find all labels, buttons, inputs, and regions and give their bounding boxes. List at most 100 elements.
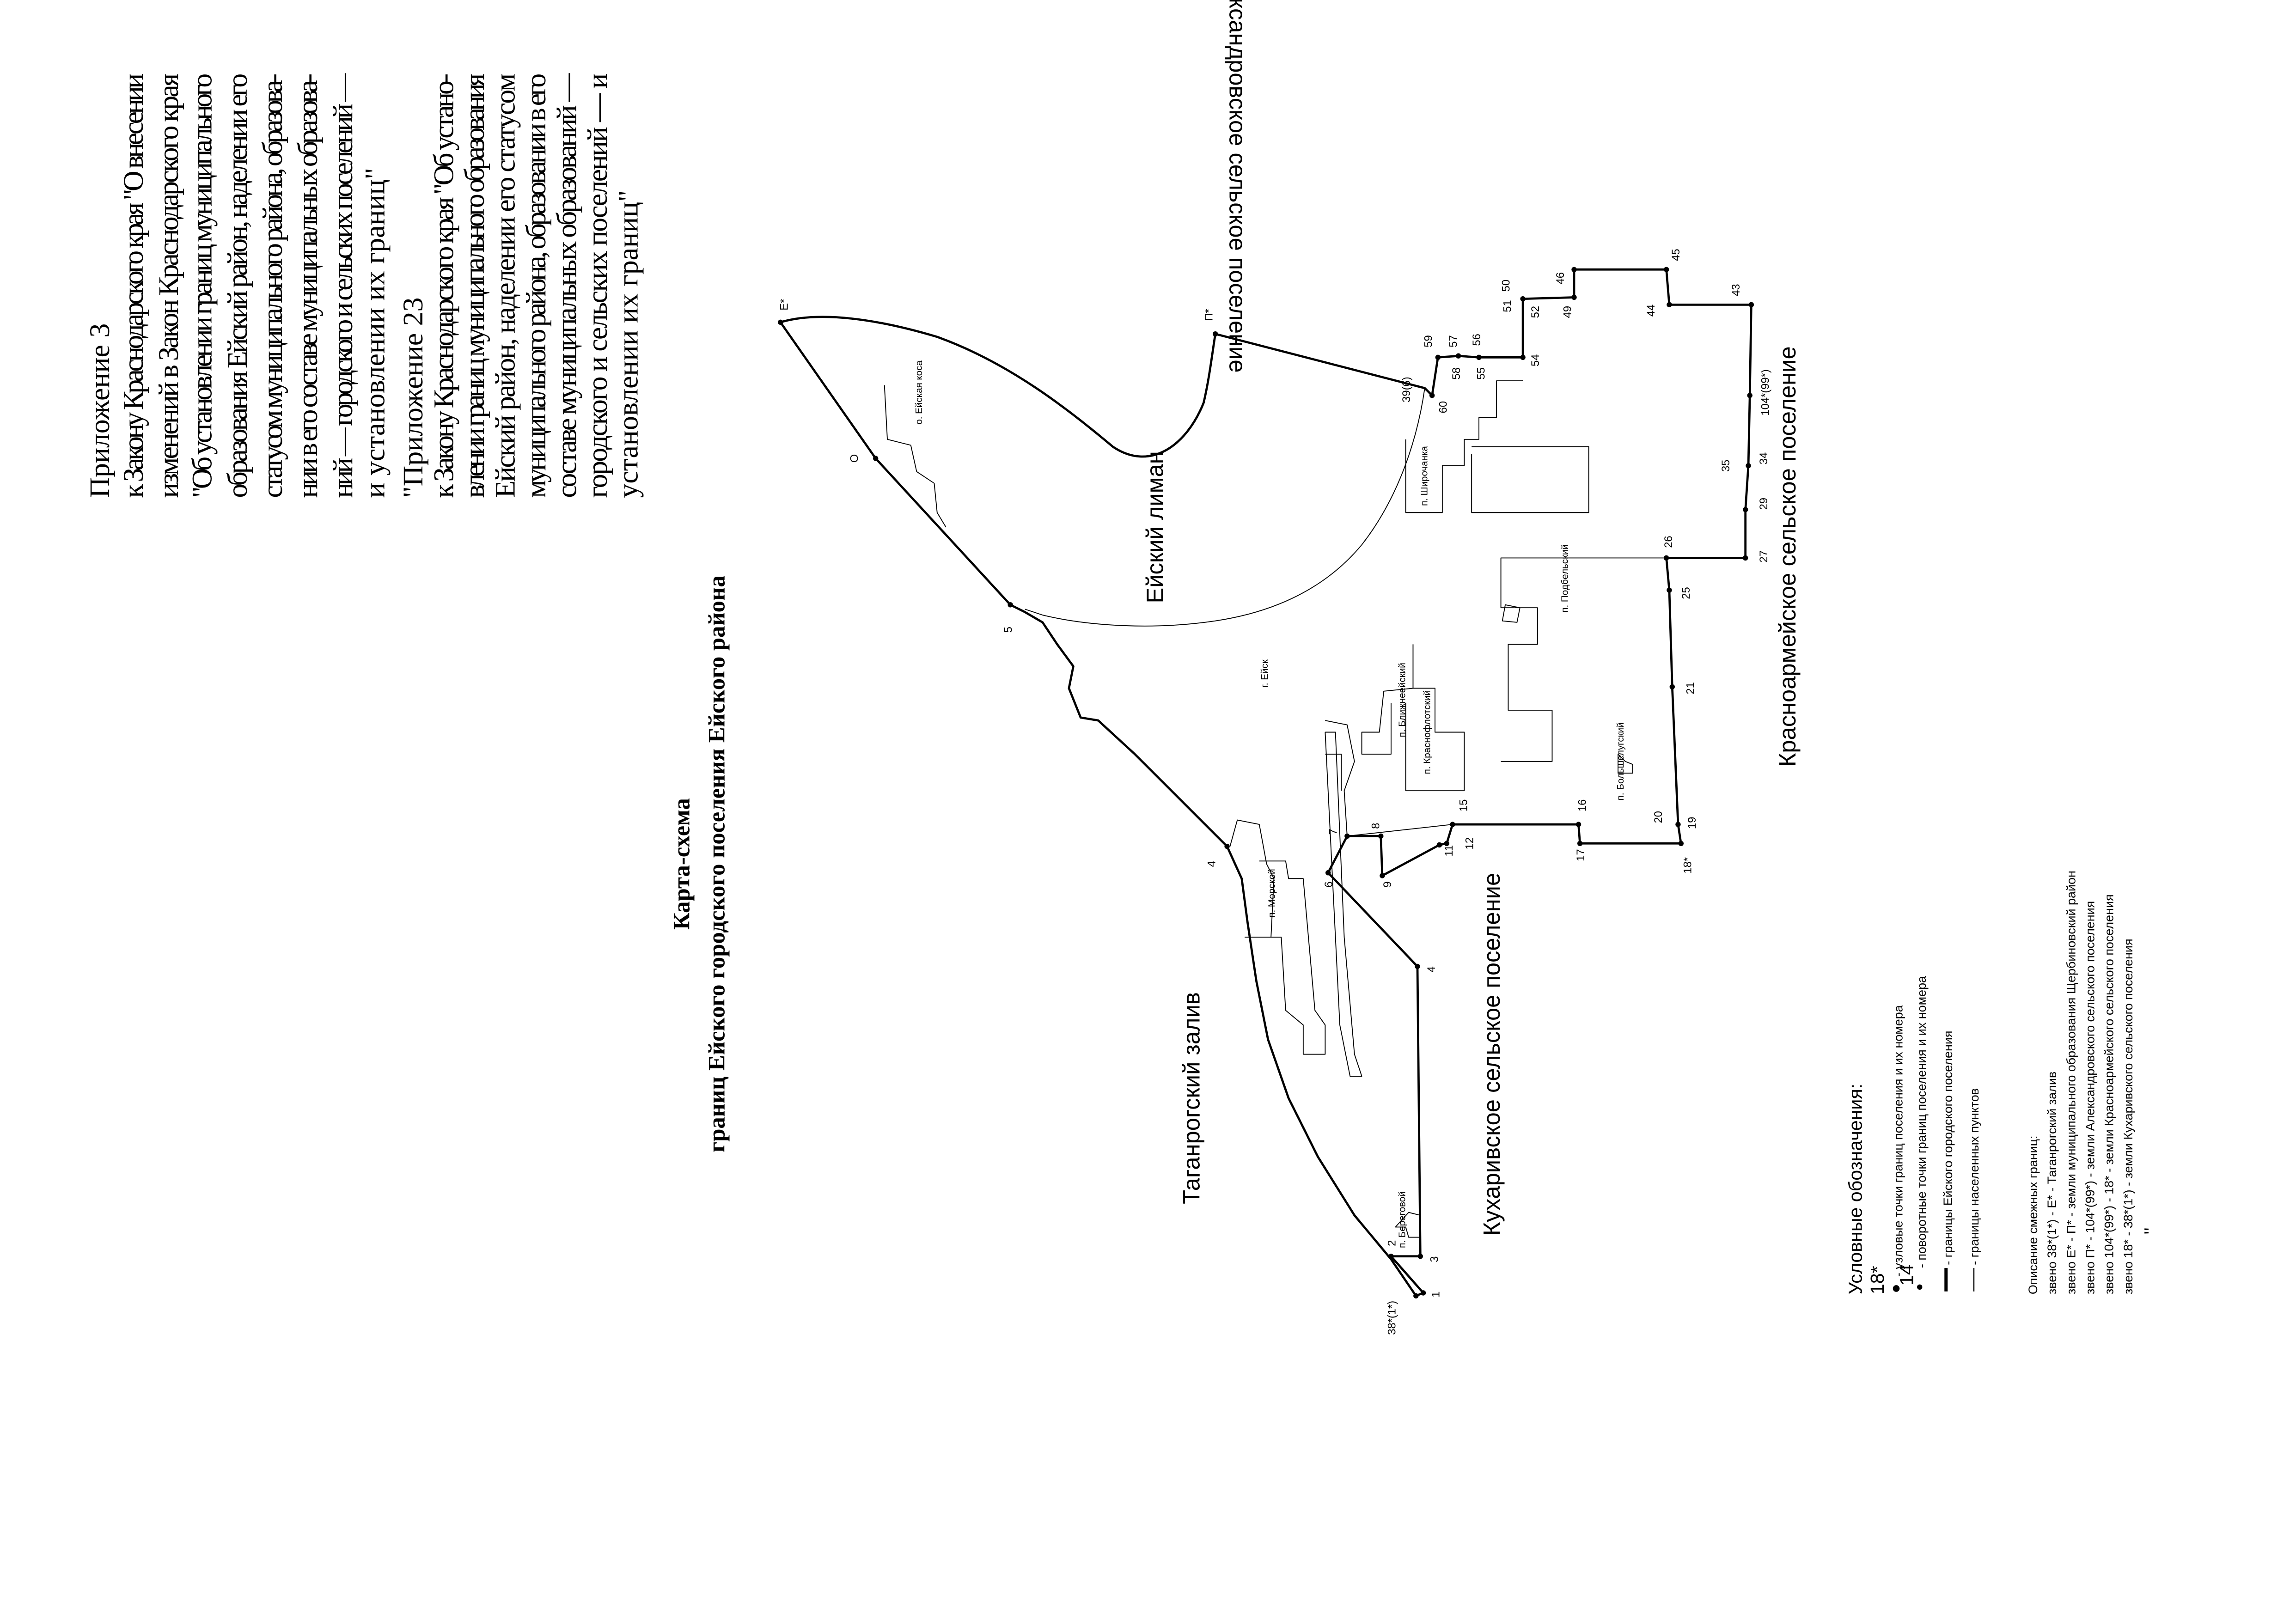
point-label: 18* [1681, 857, 1694, 874]
appendix-23-heading: "Приложение 23 [397, 298, 429, 498]
point-marker [1575, 822, 1582, 827]
point-marker [1413, 1293, 1419, 1299]
point-label: 5 [1002, 627, 1014, 633]
kosa-outline [884, 385, 946, 528]
point-label: О [849, 454, 861, 463]
point-label: 52 [1529, 306, 1542, 318]
legend-description-line: звено Е* - П* - земли муниципального обр… [2064, 871, 2078, 1294]
point-label: 17 [1575, 849, 1587, 861]
point-marker [1224, 843, 1230, 849]
point-marker [1476, 354, 1482, 360]
map-title-line-1: Карта-схема [668, 798, 694, 930]
point-label: 34 [1758, 452, 1770, 464]
settlement-label-krasnoflotsky: п. Краснофлотский [1422, 690, 1433, 774]
area-labels: Ейский лиман Таганрогский залив Кухаривс… [1142, 0, 1801, 1236]
point-label: 7 [1327, 829, 1340, 835]
point-label: 9 [1381, 881, 1394, 887]
legend-settlement-border-text: - границы населенных пунктов [1967, 1088, 1981, 1265]
settlement-label-morskoy: п. Морской [1267, 869, 1277, 917]
legend-description-line: звено П* - 104*(99*) - земли Александров… [2083, 901, 2097, 1294]
point-marker [778, 319, 783, 325]
point-marker [1667, 302, 1672, 308]
point-marker [1436, 842, 1442, 848]
point-label: 2 [1386, 1240, 1398, 1246]
legend-turn-number: 14 [1896, 1264, 1917, 1286]
closing-quote: " [2140, 1228, 2162, 1235]
area-label-taganrog: Таганрогский залив [1179, 992, 1205, 1204]
point-label: 25 [1680, 587, 1692, 599]
point-marker [1571, 267, 1577, 272]
point-marker [873, 456, 879, 461]
point-marker [1213, 331, 1218, 337]
point-marker [1669, 684, 1675, 689]
liman-outer-boundary [780, 316, 1217, 458]
point-marker [1678, 841, 1684, 846]
point-label: 57 [1447, 335, 1459, 347]
point-label: 27 [1758, 550, 1770, 562]
settlement-label-blizhneyeysky: п. Ближнеейский [1397, 663, 1408, 737]
settlement-border-shirochanka [1405, 380, 1589, 513]
point-label: 49 [1562, 306, 1574, 318]
appendix-3-text: Приложение 3 к Закону Краснодарского кра… [84, 73, 391, 498]
appendix-23-line: к Закону Краснодарского края "Об устано- [428, 73, 460, 498]
point-label: 6 [1323, 881, 1335, 887]
appendix-23-line: установлении их границ" [613, 190, 644, 498]
point-marker [1747, 393, 1753, 398]
point-label: 43 [1730, 284, 1742, 296]
appendix-23-line: городского и сельских поселений — и [582, 73, 613, 498]
point-label: 55 [1475, 367, 1488, 379]
turn-point-icon [1917, 1284, 1923, 1290]
map-title: Карта-схема границ Ейского городского по… [668, 575, 729, 1152]
point-marker [1435, 354, 1441, 360]
settlement-border-yeysk [1325, 720, 1453, 837]
point-label: 21 [1685, 682, 1697, 694]
point-marker [1325, 870, 1331, 876]
point-marker [1520, 354, 1526, 360]
appendix-23-line: влении границ муниципального образования [459, 73, 490, 498]
point-label: 16 [1576, 799, 1588, 811]
point-label: 4 [1425, 966, 1438, 972]
appendix-23-line: муниципального района, образовании в его [520, 73, 552, 498]
legend-node-text: - узловые точки границ поселения и их но… [1891, 1005, 1905, 1277]
legend-description-line: звено 104*(99*) - 18* - земли Красноарме… [2102, 894, 2116, 1294]
appendix-3-line: статусом муниципального района, образова… [257, 73, 288, 498]
legend-heading: Условные обозначения: [1844, 1084, 1866, 1294]
settlement-label-kosa: о. Ейская коса [914, 360, 924, 425]
point-marker [1520, 296, 1526, 302]
appendix-23-line: Ейский район, наделении его статусом [490, 73, 521, 498]
point-label: 29 [1758, 498, 1770, 510]
point-marker [1667, 587, 1672, 593]
settlement-labels: о. Ейская коса г. Ейск п. Широчанка п. П… [914, 360, 1626, 1248]
legend-turn-text: - поворотные точки границ поселения и их… [1915, 976, 1929, 1268]
appendix-3-line: к Закону Краснодарского края "О внесении [118, 73, 149, 498]
settlement-label-shirochanka: п. Широчанка [1419, 446, 1429, 506]
legend-description-heading: Описание смежных границ: [2026, 1135, 2040, 1294]
point-label: П* [1203, 309, 1215, 321]
point-marker [1577, 841, 1583, 846]
point-marker [1455, 353, 1461, 359]
point-marker [1008, 602, 1013, 608]
point-marker [1417, 1254, 1423, 1259]
legend: Условные обозначения: 18* - узловые точк… [1844, 871, 2135, 1294]
appendix-3-line: и установлении их границ" [360, 168, 391, 498]
appendix-3-line: образования Ейский район, наделении его [222, 73, 253, 498]
point-label: 20 [1652, 811, 1665, 823]
point-labels: Е* О 5 4 38*(1*) 1 2 3 4 6 7 8 9 11 12 1… [778, 249, 1772, 1335]
boundary-points [778, 267, 1754, 1299]
point-marker [1344, 833, 1350, 839]
city-boundary [779, 268, 1753, 1297]
point-label: 4 [1206, 861, 1218, 867]
point-marker [1742, 555, 1748, 561]
point-marker [1746, 463, 1751, 469]
settlement-label-yeysk: г. Ейск [1259, 659, 1270, 688]
point-label: 45 [1670, 249, 1682, 261]
area-label-kukharivskoe: Кухаривское сельское поселение [1478, 873, 1505, 1236]
settlement-label-beregovoy: п. Береговой [1397, 1191, 1408, 1248]
point-label: 44 [1645, 305, 1657, 317]
legend-description-line: звено 38*(1*) - Е* - Таганрогский залив [2045, 1072, 2059, 1294]
point-marker [1742, 507, 1748, 512]
boundary-map: Е* О 5 4 38*(1*) 1 2 3 4 6 7 8 9 11 12 1… [778, 0, 1801, 1335]
point-label: 15 [1458, 799, 1470, 811]
appendix-3-line: изменений в Закон Краснодарского края [153, 73, 184, 498]
